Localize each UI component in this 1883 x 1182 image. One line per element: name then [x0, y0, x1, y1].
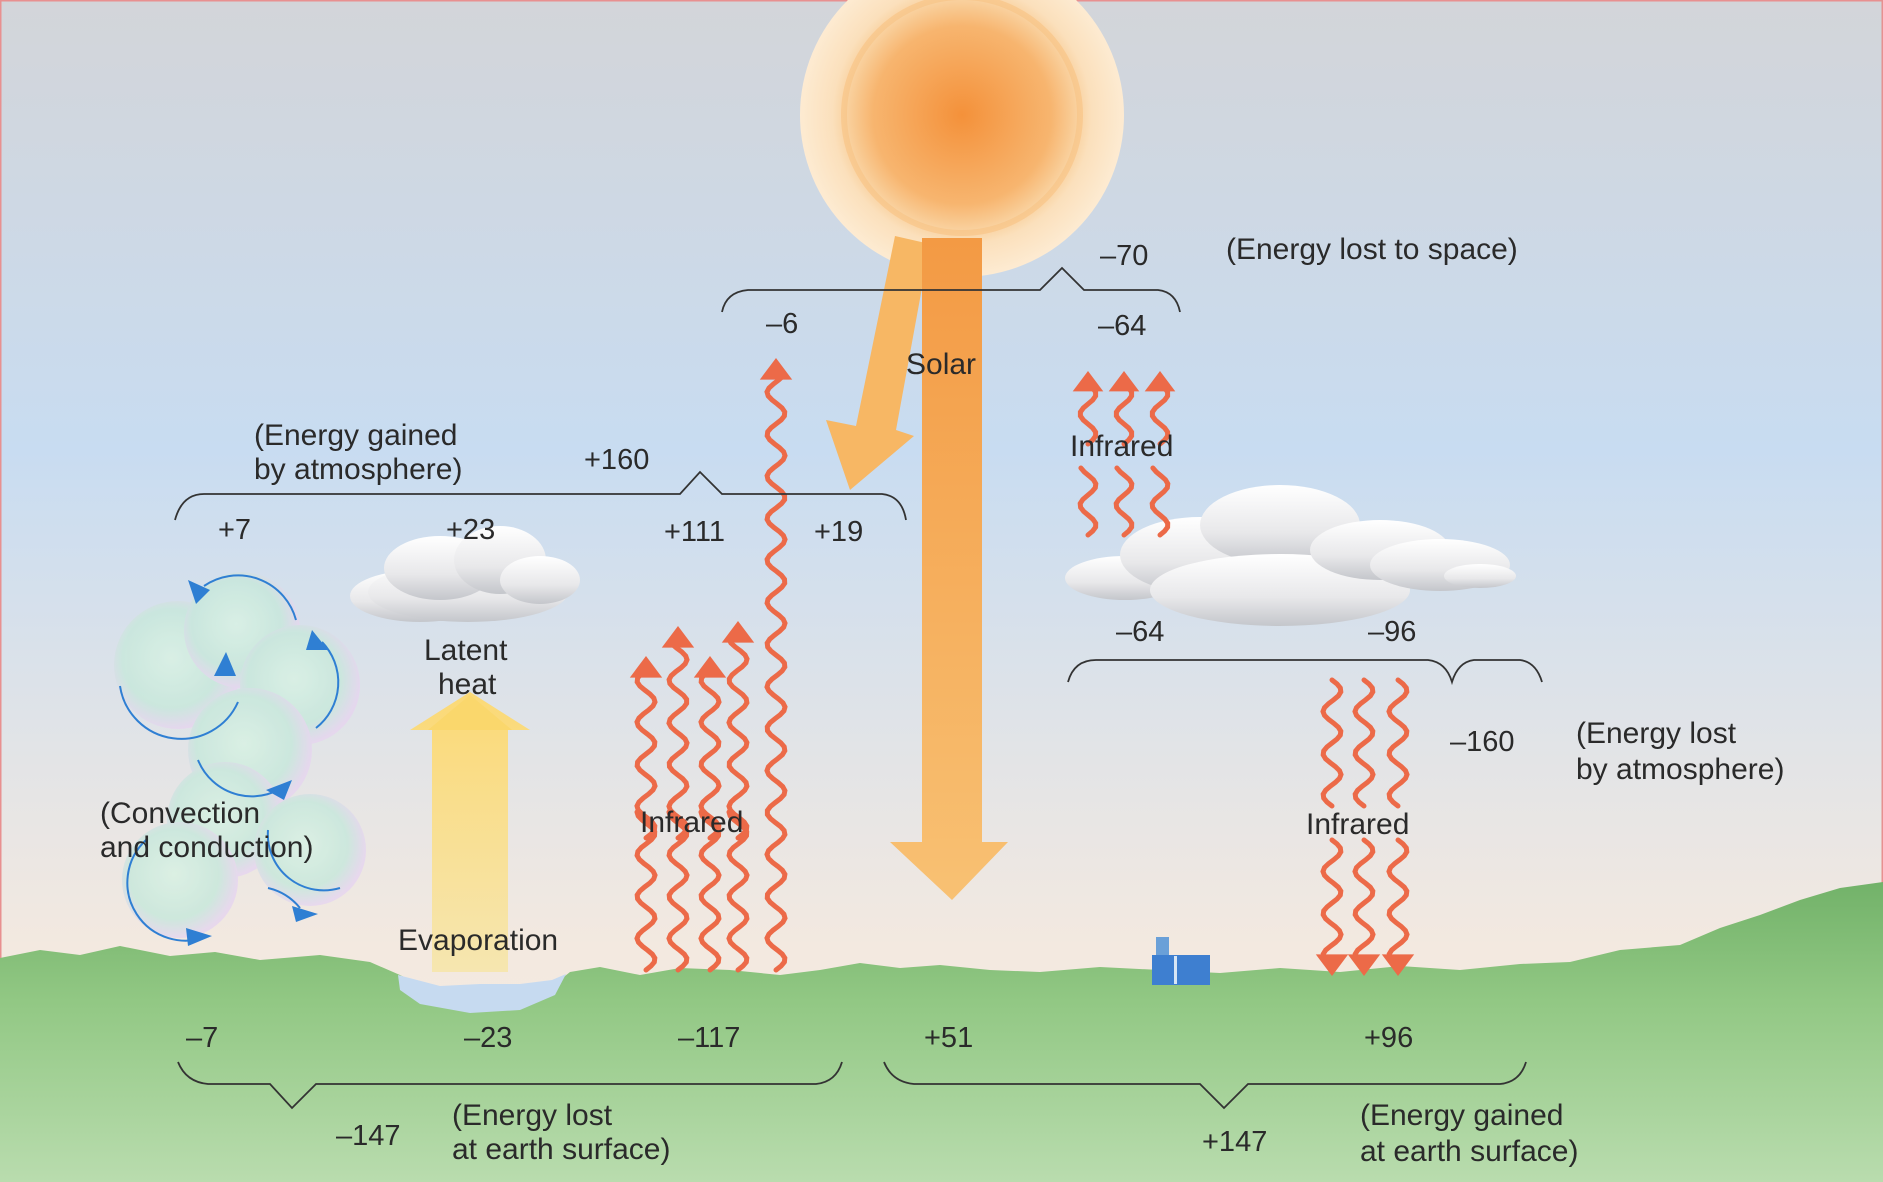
infrared-up-arrow-1 [629, 656, 663, 973]
lake [398, 974, 566, 1013]
infrared-down-label: Infrared [1306, 808, 1410, 841]
atmosphere-gain-solar: +19 [814, 516, 864, 548]
infrared-down-arrow-2 [1347, 677, 1381, 976]
braces [174, 266, 1543, 1110]
surface-loss-conduction: –7 [186, 1022, 219, 1054]
surface-loss-infrared: –117 [678, 1022, 741, 1054]
surface-gain-total: +147 [1202, 1126, 1268, 1158]
energy-lost-to-space-value: –70 [1100, 240, 1149, 272]
atmosphere-loss-caption-line2: by atmosphere) [1576, 753, 1785, 786]
infrared-arrows [629, 358, 1415, 976]
brace-atmosphere-gain [174, 470, 907, 521]
infrared-up-arrow-4 [721, 621, 755, 973]
surface-gain-caption-line1: (Energy gained [1360, 1099, 1564, 1132]
convection-bubbles [114, 572, 366, 938]
atmosphere-gain-conduction: +7 [218, 514, 252, 546]
surface-loss-total: –147 [336, 1120, 401, 1152]
atmosphere-loss-caption-line1: (Energy lost [1576, 717, 1737, 750]
infrared-atmosphere-to-space-arrow-1 [1072, 371, 1104, 538]
solar-label: Solar [906, 348, 977, 381]
infrared-down-arrow-3 [1381, 677, 1415, 976]
infrared-to-space-value: –64 [1098, 310, 1147, 342]
infrared-space-label: Infrared [1070, 430, 1174, 463]
atmosphere-gain-caption-line1: (Energy gained [254, 419, 458, 452]
brace-surface-loss [177, 1061, 843, 1110]
atmosphere-loss-to-space: –64 [1116, 616, 1165, 648]
infrared-atmosphere-to-space-arrow-3 [1144, 371, 1176, 538]
cloud-left [350, 526, 580, 622]
surface-loss-evaporation: –23 [464, 1022, 513, 1054]
infrared-down-arrow-1 [1315, 677, 1349, 976]
convection-arrows [119, 574, 341, 942]
house-icon [1152, 937, 1210, 985]
surface-gain-solar: +51 [924, 1022, 974, 1054]
surface-gain-infrared: +96 [1364, 1022, 1414, 1054]
atmosphere-gain-total: +160 [584, 444, 650, 476]
reflected-to-space-value: –6 [766, 308, 799, 340]
latent-heat-label-line2: heat [438, 668, 497, 701]
surface-loss-caption-line2: at earth surface) [452, 1133, 671, 1166]
solar-absorbed-arrow [826, 236, 930, 490]
atmosphere-gain-latent: +23 [446, 514, 496, 546]
surface-loss-caption-line1: (Energy lost [452, 1099, 613, 1132]
brace-atmosphere-loss [1067, 659, 1543, 686]
surface-gain-caption-line2: at earth surface) [1360, 1135, 1579, 1168]
brace-space [721, 266, 1181, 313]
evaporation-label: Evaporation [398, 924, 559, 957]
infrared-up-arrow-2 [661, 626, 695, 973]
brace-surface-gain [883, 1061, 1527, 1110]
infrared-surface-to-space-arrow [759, 358, 793, 973]
atmosphere-loss-to-surface: –96 [1368, 616, 1417, 648]
sun-icon [800, 0, 1124, 277]
atmosphere-gain-infrared: +111 [664, 516, 726, 548]
infrared-up-arrow-3 [693, 656, 727, 973]
latent-heat-label-line1: Latent [424, 634, 508, 667]
latent-heat-arrow [410, 692, 530, 972]
energy-lost-to-space-caption: (Energy lost to space) [1226, 233, 1518, 266]
solar-surface-arrow [890, 238, 1008, 900]
latent-heat-arrowhead [428, 695, 512, 730]
convection-arrowheads [186, 580, 328, 946]
infrared-up-label: Infrared [640, 806, 744, 839]
atmosphere-loss-total: –160 [1450, 726, 1515, 758]
atmosphere-gain-caption-line2: by atmosphere) [254, 453, 463, 486]
ground [0, 882, 1883, 1182]
convection-label-line1: (Convection [100, 797, 261, 830]
infrared-atmosphere-to-space-arrow-2 [1108, 371, 1140, 538]
convection-label-line2: and conduction) [100, 831, 314, 864]
